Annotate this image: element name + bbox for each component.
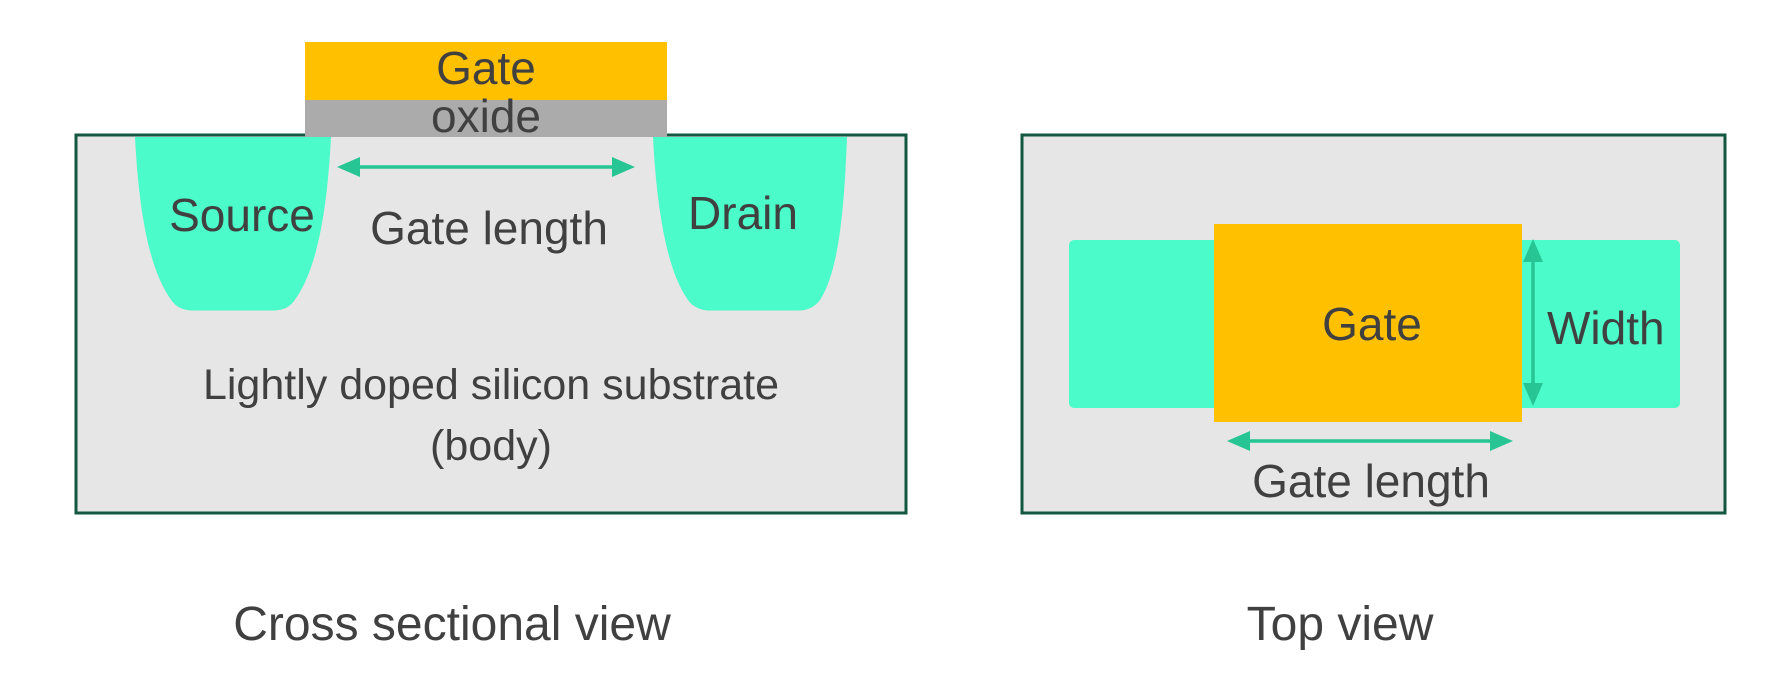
gate-label: Gate [436, 42, 536, 94]
top-gate-length-label: Gate length [1252, 455, 1490, 507]
arrow-head-up-icon [1523, 239, 1543, 262]
arrow-head-right-icon [612, 157, 635, 177]
top-gate-label: Gate [1322, 298, 1422, 350]
cross-section-view: Gate oxide Source Drain Gate length Ligh… [74, 42, 908, 651]
substrate-label-line1: Lightly doped silicon substrate [203, 361, 779, 409]
drain-label: Drain [688, 187, 798, 239]
oxide-label: oxide [431, 90, 541, 142]
gate-length-arrow [337, 157, 635, 177]
arrow-head-right-icon [1490, 431, 1513, 451]
width-label: Width [1547, 302, 1665, 354]
top-gate-length-arrow [1227, 431, 1513, 451]
top-view-caption: Top view [1247, 598, 1434, 651]
oxide-rect [305, 100, 667, 137]
width-arrow [1523, 239, 1543, 406]
arrow-head-down-icon [1523, 383, 1543, 406]
top-gate-rect [1214, 224, 1522, 422]
source-region [135, 137, 331, 311]
substrate-label-line2: (body) [430, 422, 552, 470]
gate-length-label: Gate length [370, 202, 608, 254]
drain-region [653, 137, 847, 311]
gate-rect [305, 42, 667, 100]
cross-section-caption: Cross sectional view [233, 598, 671, 651]
source-label: Source [169, 189, 315, 241]
top-view: Gate Width Gate length Top view [1020, 133, 1727, 651]
arrow-head-left-icon [337, 157, 360, 177]
arrow-head-left-icon [1227, 431, 1250, 451]
